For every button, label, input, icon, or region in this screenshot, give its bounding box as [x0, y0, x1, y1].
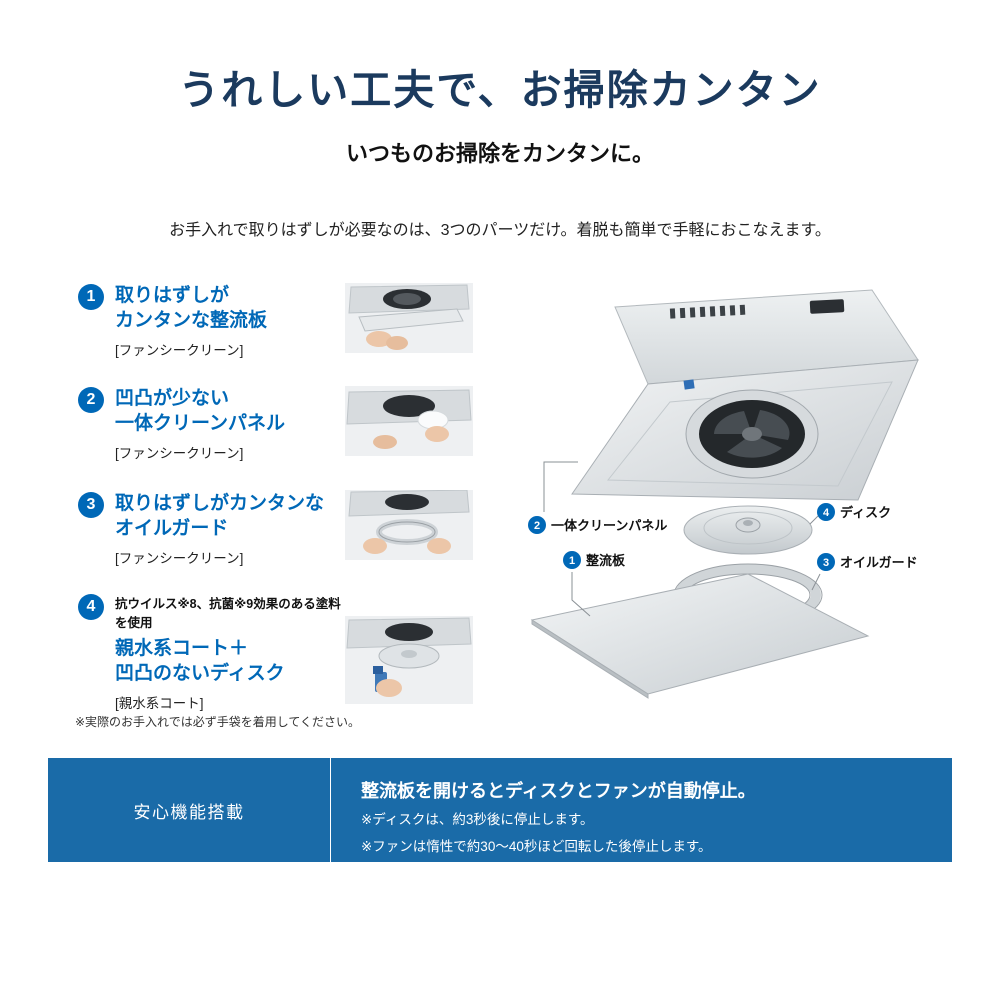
diagram-label-baffle: 1 整流板: [563, 551, 626, 569]
leader-lines: [543, 461, 821, 617]
feature-title-line: 取りはずしが: [115, 285, 230, 306]
feature-item-1: 1 取りはずしが カンタンな整流板 [ファンシークリーン]: [78, 283, 348, 359]
feature-tag: [ファンシークリーン]: [115, 446, 244, 462]
feature-tag: [ファンシークリーン]: [115, 551, 244, 567]
photo-removing-oil-guard: [345, 489, 473, 560]
feature-photo-3: [345, 489, 473, 560]
banner-note-2: ※ファンは惰性で約30～40秒ほど回転した後停止します。: [361, 838, 712, 854]
feature-tag: [ファンシークリーン]: [115, 343, 244, 359]
feature-item-2: 2 凹凸が少ない 一体クリーンパネル [ファンシークリーン]: [78, 386, 348, 462]
baffle-plate: [530, 573, 870, 699]
banner-right-content: 整流板を開けるとディスクとファンが自動停止。 ※ディスクは、約3秒後に停止します…: [331, 758, 952, 862]
label-number: 3: [823, 557, 829, 569]
feature-title-line: 取りはずしがカンタンな: [115, 493, 325, 514]
page-title: うれしい工夫で、お掃除カンタン: [178, 67, 822, 113]
photo-spraying-disk: [345, 616, 473, 704]
vent-strip: [669, 304, 746, 319]
feature-photo-2: [345, 386, 473, 456]
exploded-diagram: 2 一体クリーンパネル 4 ディスク 1 整流板 3 オイルガード: [520, 262, 980, 712]
safety-feature-banner: 安心機能搭載 整流板を開けるとディスクとファンが自動停止。 ※ディスクは、約3秒…: [48, 758, 952, 862]
feature-tag: [親水系コート]: [115, 696, 204, 712]
banner-left-label: 安心機能搭載: [48, 758, 331, 862]
diagram-label-oil-guard: 3 オイルガード: [817, 553, 918, 571]
page-description: お手入れで取りはずしが必要なのは、3つのパーツだけ。着脱も簡単で手軽におこなえま…: [169, 222, 831, 239]
label-text: 整流板: [585, 553, 626, 568]
banner-note-1: ※ディスクは、約3秒後に停止します。: [361, 812, 594, 827]
label-text: ディスク: [840, 505, 891, 520]
disk-part: [683, 505, 813, 555]
feature-title-line: 凹凸のないディスク: [115, 663, 285, 685]
feature-number-badge-2: 2: [78, 387, 104, 413]
banner-title: 整流板を開けるとディスクとファンが自動停止。: [361, 781, 756, 801]
diagram-label-disk: 4 ディスク: [817, 503, 891, 521]
photo-removing-baffle: [345, 283, 473, 353]
feature-item-3: 3 取りはずしがカンタンな オイルガード [ファンシークリーン]: [78, 491, 348, 567]
feature-title-line: 凹凸が少ない: [115, 388, 230, 409]
feature-number-badge-3: 3: [78, 492, 104, 518]
feature-title-line: カンタンな整流板: [115, 310, 268, 332]
feature-title-line: 親水系コート＋: [115, 638, 249, 659]
label-number: 1: [569, 555, 575, 567]
label-number: 4: [823, 507, 830, 519]
fan-opening: [685, 389, 819, 479]
feature-title-line: オイルガード: [115, 518, 229, 540]
gloves-footnote: ※実際のお手入れでは必ず手袋を着用してください。: [75, 715, 360, 729]
feature-pre-note: 抗ウイルス※8、抗菌※9効果のある塗料を使用: [115, 597, 341, 630]
diagram-label-clean-panel: 2 一体クリーンパネル: [528, 516, 667, 534]
feature-photo-4: [345, 616, 473, 704]
page-subtitle: いつものお掃除をカンタンに。: [345, 141, 654, 166]
label-text: オイルガード: [840, 555, 918, 570]
label-text: 一体クリーンパネル: [551, 518, 667, 533]
feature-number-badge-4: 4: [78, 594, 104, 620]
feature-item-4: 4 抗ウイルス※8、抗菌※9効果のある塗料を使用 親水系コート＋ 凹凸のないディ…: [78, 593, 348, 712]
feature-title-line: 一体クリーンパネル: [115, 413, 286, 435]
label-number: 2: [534, 520, 540, 532]
photo-wiping-panel: [345, 386, 473, 456]
feature-number-badge-1: 1: [78, 284, 104, 310]
feature-photo-1: [345, 283, 473, 353]
